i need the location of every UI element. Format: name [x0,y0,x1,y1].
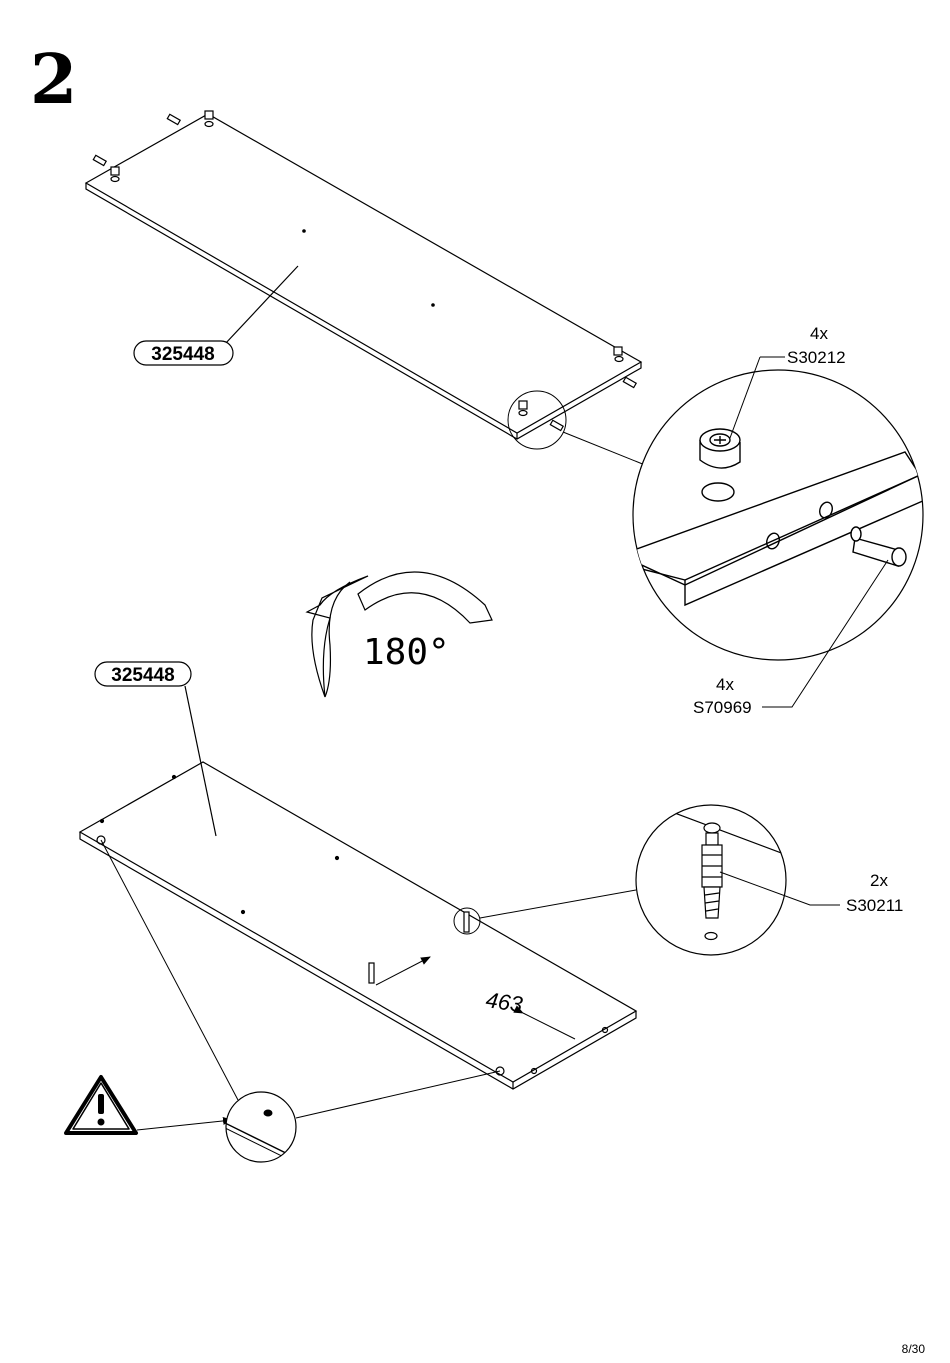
part-id-label-bottom: 325448 [111,665,174,686]
warning-triangle-icon [66,1077,136,1133]
cam-bolt-code: S30211 [846,896,903,915]
dowel-code: S70969 [693,698,752,717]
page-number: 8/30 [902,1342,926,1356]
cam-lock-code: S30212 [787,348,846,367]
detail-cam-dowel [620,357,925,707]
detail-hole [225,1092,300,1165]
cam-lock-qty: 4x [810,324,828,343]
dowel-qty: 4x [716,675,734,694]
part-id-label: 325448 [151,344,214,365]
rotation-angle: 180° [363,632,450,673]
part-id-badge-bottom: 325448 [95,662,191,686]
panel-bottom [80,686,636,1118]
dimension-label: 463 [484,987,525,1017]
panel-top [86,111,645,465]
cam-bolt-qty: 2x [870,871,888,890]
part-id-badge: 325448 [134,341,233,365]
step-number: 2 [30,40,77,120]
detail-cam-bolt [636,800,840,955]
